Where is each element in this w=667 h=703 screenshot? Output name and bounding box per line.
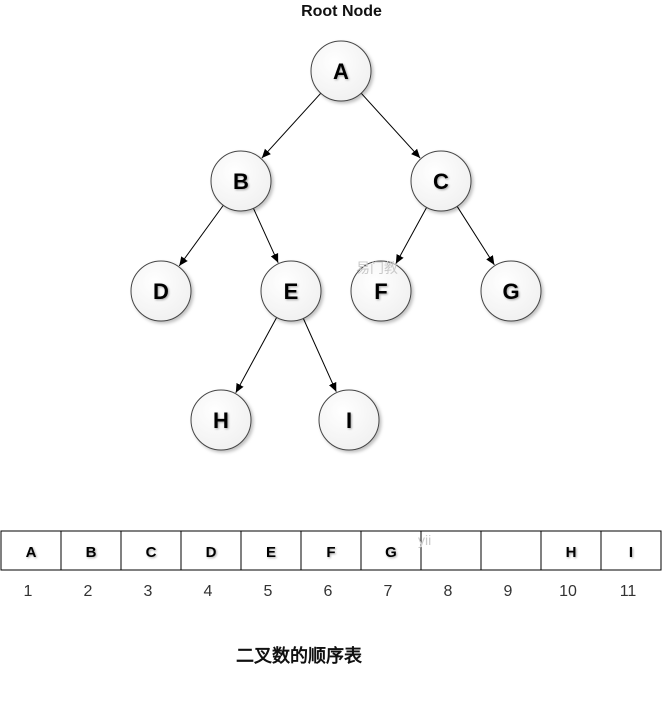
cell-value: D	[206, 544, 217, 561]
array-index-4: 4	[204, 583, 213, 600]
array-index-6: 6	[324, 583, 333, 600]
tree-node-C: C	[410, 150, 472, 212]
node-label: E	[284, 279, 299, 304]
array-index-1: 1	[24, 583, 33, 600]
node-circle	[210, 150, 272, 212]
cell-value: C	[146, 544, 157, 561]
node-circle	[480, 260, 542, 322]
cell-box	[240, 530, 302, 571]
node-circle	[130, 260, 192, 322]
cell-box	[0, 530, 62, 571]
watermarks: 易门教 yii	[356, 260, 431, 548]
array-cell-4: D	[180, 530, 242, 571]
array-index-7: 7	[384, 583, 393, 600]
cell-value: F	[326, 544, 335, 561]
edge-E-I	[302, 318, 337, 392]
array-cell-11: I	[600, 530, 662, 571]
array-cell-6: F	[300, 530, 362, 571]
edge-C-G	[456, 206, 495, 266]
tree-node-I: I	[318, 389, 380, 451]
watermark-text: yii	[418, 532, 431, 548]
cell-value: B	[86, 544, 97, 561]
node-circle	[260, 260, 322, 322]
tree-node-B: B	[210, 150, 272, 212]
node-circle	[310, 40, 372, 102]
node-circle	[410, 150, 472, 212]
array-caption: 二叉数的顺序表	[236, 646, 362, 667]
array-index-9: 9	[504, 583, 513, 600]
node-label: C	[433, 169, 449, 194]
node-circle	[190, 389, 252, 451]
array-index-11: 11	[620, 583, 637, 600]
node-label: A	[333, 59, 349, 84]
array-index-5: 5	[264, 583, 273, 600]
array-cell-2: B	[60, 530, 122, 571]
array-index-2: 2	[84, 583, 93, 600]
node-label: G	[502, 279, 519, 304]
cell-box	[120, 530, 182, 571]
cell-box	[540, 530, 602, 571]
tree-node-D: D	[130, 260, 192, 322]
array-cell-7: G	[360, 530, 422, 571]
tree-node-G: G	[480, 260, 542, 322]
cell-value: I	[629, 544, 633, 561]
edge-A-C	[360, 92, 421, 159]
node-label: H	[213, 408, 229, 433]
tree-node-H: H	[190, 389, 252, 451]
node-label: I	[346, 408, 352, 433]
edge-A-B	[261, 92, 322, 159]
cell-box	[480, 530, 542, 571]
edge-C-F	[395, 207, 428, 265]
array-index-8: 8	[444, 583, 453, 600]
cell-box	[360, 530, 422, 571]
tree-node-F: F	[350, 260, 412, 322]
array-cell-3: C	[120, 530, 182, 571]
node-label: F	[374, 279, 387, 304]
edge-B-D	[178, 204, 224, 267]
sequence-array: A B C D E F G H I	[0, 530, 662, 571]
array-index-3: 3	[144, 583, 153, 600]
tree-node-E: E	[260, 260, 322, 322]
array-cell-10: H	[540, 530, 602, 571]
node-circle	[350, 260, 412, 322]
node-circle	[318, 389, 380, 451]
cell-box	[60, 530, 122, 571]
node-label: B	[233, 169, 249, 194]
diagram-title: Root Node	[301, 3, 382, 20]
watermark-text: 易门教	[356, 260, 398, 276]
array-indices: 1 2 3 4 5 6 7 8 9 10 11	[24, 583, 637, 600]
tree-node-A: A	[310, 40, 372, 102]
cell-value: E	[266, 544, 276, 561]
cell-value: G	[385, 544, 397, 561]
cell-box	[600, 530, 662, 571]
array-cell-1: A	[0, 530, 62, 571]
tree-edges	[178, 92, 495, 393]
cell-value: A	[26, 544, 37, 561]
edge-B-E	[252, 208, 279, 263]
node-label: D	[153, 279, 169, 304]
cell-box	[300, 530, 362, 571]
edge-E-H	[235, 317, 278, 393]
array-cell-9	[480, 530, 542, 571]
array-index-10: 10	[559, 583, 577, 600]
cell-value: H	[566, 544, 577, 561]
array-cell-5: E	[240, 530, 302, 571]
tree-nodes: A B C D E F G H I	[130, 40, 542, 451]
